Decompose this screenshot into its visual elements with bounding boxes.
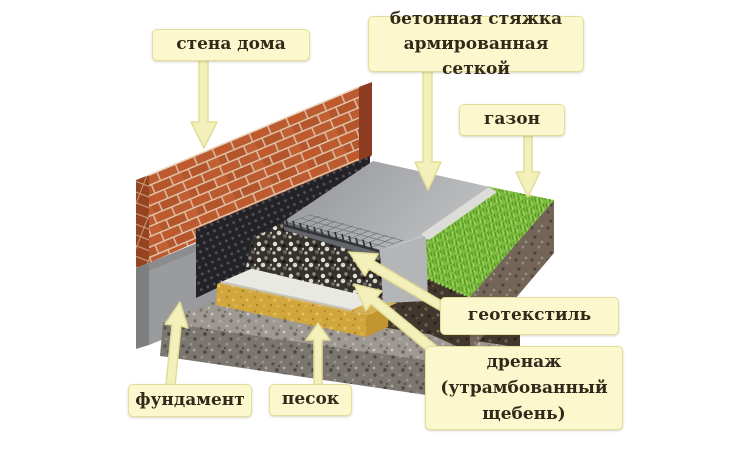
label-sand: песок — [269, 384, 352, 416]
arrow-drainage — [353, 283, 440, 357]
geotextile-sheet — [220, 268, 383, 311]
label-lawn: газон — [459, 104, 565, 136]
label-geotextile: геотекстиль — [440, 297, 619, 335]
curb-strip — [421, 187, 497, 240]
arrow-wall — [190, 56, 218, 149]
pointer-arrows — [164, 56, 541, 387]
foundation-left-face — [136, 263, 149, 349]
gravel-drainage-layer — [246, 221, 383, 300]
wall-left-face — [136, 175, 149, 268]
label-drainage: дренаж (утрамбованный щебень) — [425, 346, 623, 430]
sand-front-face — [216, 284, 367, 337]
wall-end-face — [359, 82, 372, 168]
wall-front-face — [149, 87, 359, 263]
arrow-foundation — [164, 301, 189, 387]
arrow-screed — [414, 67, 442, 191]
label-screed: бетонная стяжка армированная сеткой — [368, 9, 584, 79]
grass-top-face — [398, 187, 554, 297]
label-foundation: фундамент — [128, 384, 252, 417]
arrow-geotextile — [348, 251, 446, 312]
arrow-sand — [305, 322, 331, 386]
brick-wall — [136, 82, 372, 268]
label-wall: стена дома — [152, 29, 310, 61]
arrow-lawn — [515, 130, 541, 198]
rebar-mesh — [282, 214, 404, 253]
